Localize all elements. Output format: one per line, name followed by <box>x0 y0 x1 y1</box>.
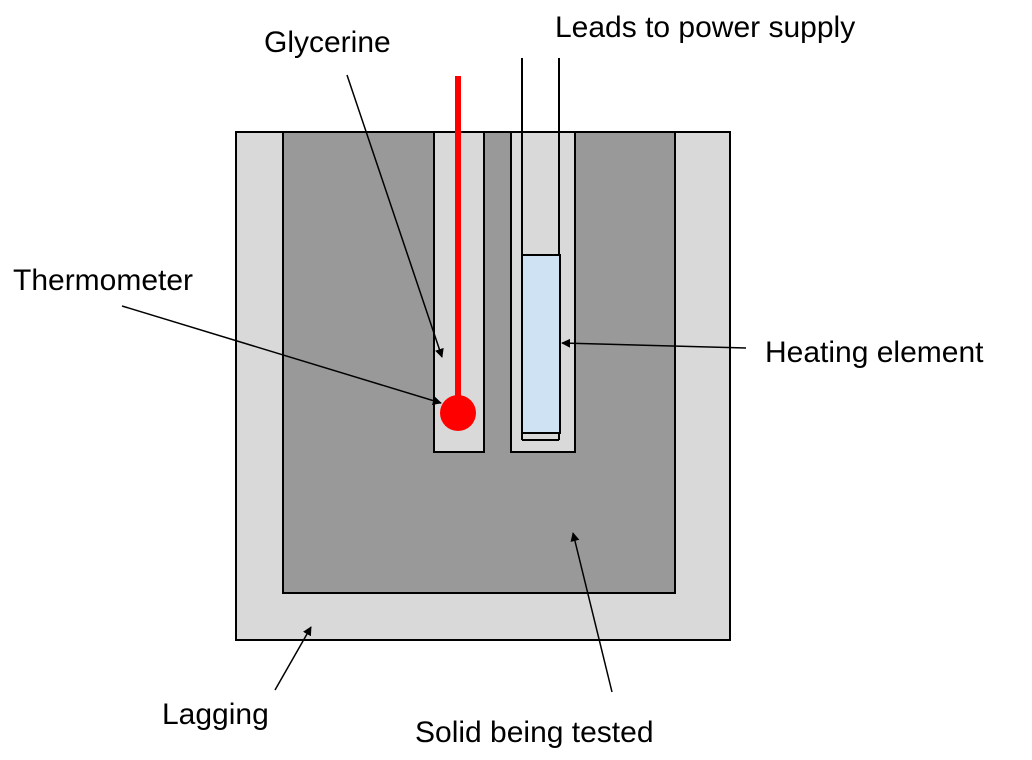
label-lagging: Lagging <box>162 698 269 731</box>
label-glycerine: Glycerine <box>264 26 391 59</box>
solid-block <box>282 131 676 594</box>
lagging-arrow <box>274 626 312 691</box>
label-leads: Leads to power supply <box>555 11 855 44</box>
glycerine-arrow <box>346 74 444 358</box>
heating-element <box>521 254 561 434</box>
heating-element-arrow <box>561 338 747 349</box>
thermometer-arrow <box>121 305 442 405</box>
label-solid: Solid being tested <box>415 716 654 749</box>
thermometer-bulb <box>440 395 476 431</box>
solid-arrow <box>570 532 613 693</box>
label-heating-element: Heating element <box>765 336 984 369</box>
label-thermometer: Thermometer <box>13 264 193 297</box>
